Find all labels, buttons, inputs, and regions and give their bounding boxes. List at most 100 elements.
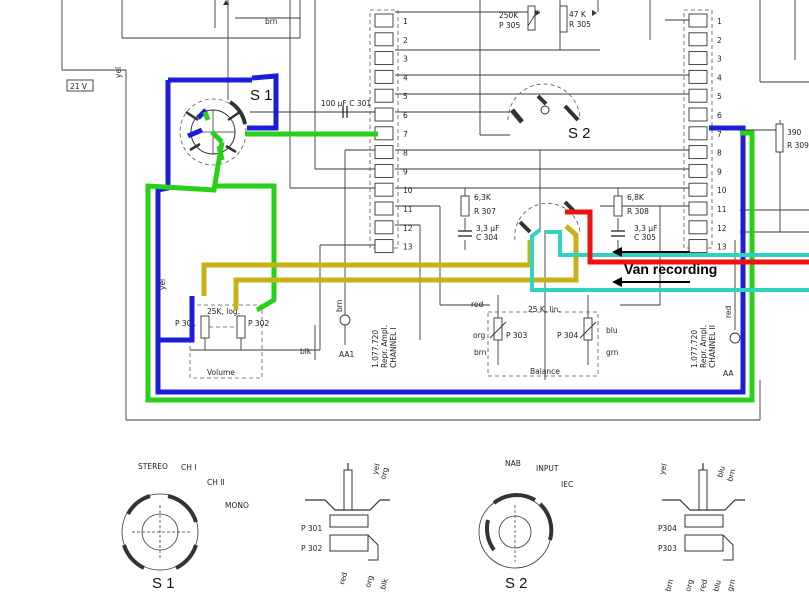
channel1-pin-number: 2 (403, 36, 408, 45)
amp2-line1: Repr. Ampl. (699, 325, 708, 368)
amp1-line2: CHANNEL I (389, 327, 398, 368)
detail-s1-label: S 1 (152, 575, 175, 592)
channel1-pin-number: 1 (403, 17, 408, 26)
channel1-pin-11 (374, 201, 394, 216)
cyan-overlay-wire (530, 228, 809, 292)
balance-blu-wire: blu (606, 326, 618, 335)
yellow-overlay-wire (201, 224, 579, 310)
s2-iec-label: IEC (561, 480, 573, 489)
resistor-r307: 6,3K R 307 (460, 193, 496, 217)
detail-p302-label: P 302 (301, 544, 322, 553)
volume-label: Volume (207, 368, 235, 377)
c301-label: 100 µF C 301 (321, 99, 371, 108)
amp1-part-number: 1.077.720 (371, 330, 380, 368)
channel2-pin-1 (688, 13, 708, 28)
amp1-line1: Repr. Ampl. (380, 325, 389, 368)
resistor-r309: 390 R 309 (775, 123, 809, 153)
volume-blk-wire: blk (300, 347, 312, 356)
channel1-pin-5 (374, 88, 394, 103)
aa2-red-wire: red (724, 305, 733, 318)
blue-overlay-wire (155, 73, 746, 395)
r308-value: 6,8K (627, 193, 645, 202)
c305-value: 3,3 µF (634, 224, 657, 233)
channel2-pin-13 (688, 239, 708, 254)
resistor-r305: 47 K R 305 (559, 5, 591, 33)
balance-brn-wire: brn (474, 348, 487, 357)
channel1-pin-3 (374, 51, 394, 66)
s2-nab-label: NAB (505, 459, 521, 468)
detail-org-wire: org (378, 466, 390, 480)
c304-name: C 304 (476, 233, 498, 242)
green-overlay-wire (145, 111, 755, 403)
channel2-pin-number: 9 (717, 167, 722, 176)
detail-blu-wire: blu (715, 465, 727, 479)
channel2-pin-number: 12 (717, 224, 727, 233)
channel1-pin-13 (374, 239, 394, 254)
r307-name: R 307 (474, 207, 496, 216)
capacitor-c304: 3,3 µF C 304 (458, 224, 499, 242)
channel2-pin-number: 5 (717, 92, 722, 101)
overlay-wiring (145, 73, 809, 403)
detail-brn-wire: brn (725, 468, 737, 483)
van-recording-label: Van recording (624, 261, 717, 277)
channel2-pin-number: 4 (717, 73, 722, 82)
channel1-pin-number: 6 (403, 111, 408, 120)
s2-label: S 2 (568, 125, 591, 142)
brn-wire-label-top: brn (265, 17, 278, 26)
amp2-part-number: 1.077.720 (690, 330, 699, 368)
c305-name: C 305 (634, 233, 656, 242)
detail-brn2-wire: brn (663, 578, 675, 593)
amp-channel-1-label: 1.077.720 Repr. Ampl. CHANNEL I (371, 325, 398, 368)
p304-label: P 304 (557, 331, 578, 340)
terminal-aa2: red AA (723, 305, 741, 378)
s1-ch2-label: CH II (207, 478, 225, 487)
s1-label: S 1 (250, 87, 273, 104)
detail-p304-label: P304 (658, 524, 677, 533)
channel2-pin-number: 11 (717, 205, 727, 214)
aa1-label: AA1 (339, 350, 354, 359)
r309-name: R 309 (787, 141, 809, 150)
van-recording-annotation: Van recording (612, 247, 717, 287)
c304-value: 3,3 µF (476, 224, 499, 233)
supply-voltage-text: 21 V (70, 82, 88, 91)
channel1-pin-number: 3 (403, 55, 408, 64)
aa2-label: AA (723, 369, 734, 378)
r307-value: 6,3K (474, 193, 492, 202)
channel1-pin-1 (374, 13, 394, 28)
channel2-pin-7 (688, 126, 708, 141)
p303-label: P 303 (506, 331, 527, 340)
volume-pot-spec: 25K, log. (207, 307, 240, 316)
switch-s2: S 2 (507, 83, 591, 241)
r305-value: 47 K (569, 10, 587, 19)
resistor-r308: 6,8K R 308 (613, 193, 649, 217)
channel1-pin-2 (374, 32, 394, 47)
s1-stereo-label: STEREO (138, 462, 168, 471)
detail-s2: NAB INPUT IEC S 2 (478, 459, 573, 592)
channel1-pin-6 (374, 107, 394, 122)
capacitor-c301: 100 µF C 301 (321, 99, 371, 118)
balance-org-wire: org (473, 331, 486, 340)
s1-mono-label: MONO (225, 501, 249, 510)
channel2-pin-number: 10 (717, 186, 727, 195)
balance-pots: 25 K, lin. P 303 P 304 Balance red org b… (471, 300, 619, 377)
detail-p301-label: P 301 (301, 524, 322, 533)
channel1-pin-number: 8 (403, 149, 408, 158)
channel2-pin-number: 2 (717, 36, 722, 45)
channel2-pin-number: 1 (717, 17, 722, 26)
terminal-aa1: brn AA1 (335, 299, 354, 359)
detail-red-wire: red (337, 571, 349, 585)
channel1-pin-number: 7 (403, 130, 408, 139)
detail-s2-label: S 2 (505, 575, 528, 592)
volume-yel-wire: yel (158, 279, 167, 290)
detail-org3-wire: org (683, 578, 695, 592)
amp-channel-2-label: 1.077.720 Repr. Ampl. CHANNEL II (690, 325, 717, 368)
channel2-pin-12 (688, 220, 708, 235)
amp2-line2: CHANNEL II (708, 325, 717, 368)
channel2-pin-10 (688, 182, 708, 197)
channel2-pin-4 (688, 69, 708, 84)
r305-name: R 305 (569, 20, 591, 29)
